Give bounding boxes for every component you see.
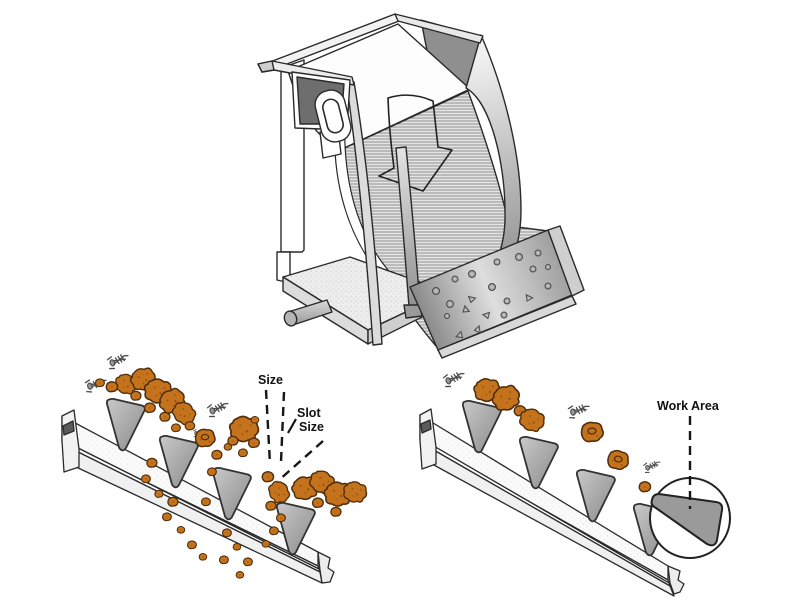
rock [269, 526, 279, 536]
rock [247, 437, 260, 449]
rock [171, 423, 181, 433]
bolt-icon [105, 350, 132, 371]
sizing-rail-right [419, 408, 685, 597]
bolt-icon [566, 401, 592, 420]
slot-size-label-line2: Size [299, 420, 324, 434]
left-sizing-detail: Size Slot Size [61, 350, 370, 584]
rock [143, 402, 156, 414]
rock [162, 512, 172, 522]
rock [235, 571, 245, 579]
slot-size-annotation: Slot Size [277, 406, 324, 482]
size-label: Size [258, 373, 283, 387]
slot-size-leader-line [277, 440, 324, 482]
rock [194, 428, 216, 448]
bolt-icon [441, 368, 468, 389]
bolt-icon [641, 458, 663, 475]
rock [187, 540, 197, 550]
discharge-tray [409, 225, 585, 359]
rock [238, 448, 248, 458]
rock [605, 447, 632, 473]
rock [250, 416, 260, 424]
rock [580, 421, 604, 443]
rock [146, 457, 158, 468]
flow-arrow [378, 94, 453, 192]
rock [222, 528, 232, 538]
rock [330, 506, 342, 517]
rock [261, 540, 271, 548]
magnified-tooth [650, 493, 724, 547]
discharge-pipe [283, 299, 333, 327]
rock [201, 497, 211, 507]
rock [167, 496, 179, 507]
rock [130, 390, 142, 401]
slot-size-label-line1: Slot [297, 406, 321, 420]
rock [232, 543, 242, 551]
rock [261, 471, 275, 483]
rock [154, 489, 164, 498]
rock [105, 381, 119, 393]
rock [211, 449, 223, 460]
front-strap-left [345, 79, 383, 346]
rock [311, 497, 324, 509]
screening-machine [257, 13, 585, 359]
rock [243, 557, 253, 567]
rock [638, 481, 652, 493]
size-leader-line [264, 389, 272, 465]
rock [219, 555, 229, 565]
rock [276, 513, 286, 523]
rock [95, 378, 105, 388]
rock [265, 500, 277, 511]
size-annotation: Size [258, 373, 286, 465]
rock [198, 553, 208, 561]
sizing-rail-left [61, 409, 335, 584]
slot-size-slash [287, 418, 297, 434]
rock [227, 435, 239, 446]
size-leader-line [279, 391, 286, 463]
rock [159, 411, 171, 422]
rock [184, 421, 196, 431]
work-area-callout: Work Area [649, 399, 731, 559]
rock [141, 474, 151, 484]
right-sizing-detail: Work Area [419, 368, 731, 597]
rock [207, 467, 217, 477]
bolt-icon [205, 398, 232, 419]
rock [176, 526, 186, 534]
tray-particles [432, 249, 552, 341]
spring-bracket [314, 89, 352, 143]
work-area-label: Work Area [657, 399, 720, 413]
